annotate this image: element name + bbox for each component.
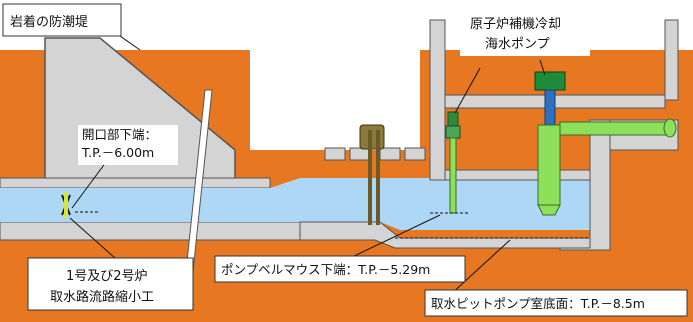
bellmouth-leader	[349, 214, 441, 259]
breakwater-label: 岩着の防潮堤	[10, 14, 88, 30]
breakwater-callout: 岩着の防潮堤	[2, 3, 122, 37]
opening-callout: 開口部下端： T.P.－6.00m	[78, 125, 178, 165]
breakwater-leader	[119, 35, 141, 51]
bellmouth-label: ポンプベルマウス下端：T.P.－5.29m	[221, 262, 430, 277]
pump-house-slab	[444, 169, 591, 181]
deck-block	[379, 147, 401, 161]
pump-name-callout: 原子炉補機冷却 海水ポンプ	[460, 8, 590, 56]
water-body	[0, 178, 590, 230]
intake-channel-lower	[0, 221, 301, 241]
bellmouth-callout: ポンプベルマウス下端：T.P.－5.29m	[214, 255, 466, 283]
seawater-pump	[534, 71, 677, 216]
pump-name-line2: 海水ポンプ	[485, 37, 550, 52]
deck-block	[404, 147, 426, 161]
pump-name-line1: 原子炉補機冷却	[470, 17, 561, 32]
pit-floor-label: 取水ピットポンプ室底面：T.P.－8.5m	[431, 296, 645, 311]
pump-name-leader-1	[454, 67, 481, 114]
intake-label-line1: 1号及び2号炉	[66, 269, 148, 284]
deck-block	[324, 147, 346, 161]
opening-label-line2: T.P.－6.00m	[81, 145, 154, 160]
pump-name-leader-2	[539, 59, 546, 76]
sky-area	[250, 50, 420, 150]
pump-house-roof	[664, 19, 679, 101]
flow-reduction-work	[61, 192, 71, 218]
screen-device	[359, 124, 385, 225]
pump-house-wall	[429, 19, 446, 181]
pit-floor-callout: 取水ピットポンプ室底面：T.P.－8.5m	[424, 289, 688, 317]
cooling-water-pump	[445, 111, 461, 214]
opening-label-line1: 開口部下端：	[82, 127, 157, 142]
intake-label-line2: 取水路流路縮小工	[50, 289, 154, 305]
pit-floor-leader	[449, 239, 511, 296]
intake-channel-upper	[0, 177, 271, 189]
deck-block	[349, 147, 371, 161]
intake-callout: 1号及び2号炉 取水路流路縮小工	[27, 257, 194, 311]
intake-leader	[69, 217, 116, 259]
